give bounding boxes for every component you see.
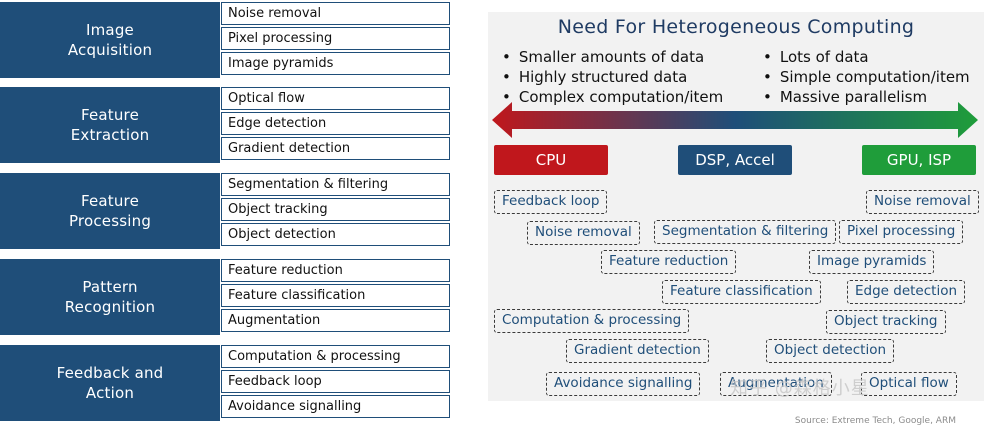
stage-pattern-recognition: Pattern Recognition: [0, 259, 220, 335]
workload-tag: Avoidance signalling: [546, 372, 701, 396]
workload-tag: Feature reduction: [601, 250, 737, 274]
task-item: Noise removal: [221, 2, 450, 25]
task-item: Edge detection: [221, 112, 450, 135]
cpu-label: CPU: [535, 151, 567, 169]
task-item: Object tracking: [221, 198, 450, 221]
stage-label: Feature Extraction: [70, 106, 150, 144]
workload-tag: Gradient detection: [566, 339, 709, 363]
bullet-item: Massive parallelism: [763, 87, 970, 107]
bullet-item: Smaller amounts of data: [502, 47, 723, 67]
task-item: Feature classification: [221, 284, 450, 307]
task-item: Avoidance signalling: [221, 395, 450, 418]
right-bullet-list: Lots of data Simple computation/item Mas…: [763, 47, 970, 107]
gpu-label: GPU, ISP: [886, 151, 952, 169]
panel-title: Need For Heterogeneous Computing: [557, 16, 915, 38]
workload-tag: Pixel processing: [839, 220, 964, 244]
task-item: Optical flow: [221, 87, 450, 110]
dsp-accel-box: DSP, Accel: [678, 145, 792, 175]
bullet-item: Highly structured data: [502, 67, 723, 87]
bullet-item: Complex computation/item: [502, 87, 723, 107]
workload-tag: Optical flow: [861, 372, 957, 396]
stage-feedback-and-action: Feedback and Action: [0, 345, 220, 421]
task-item: Image pyramids: [221, 52, 450, 75]
task-item: Feature reduction: [221, 259, 450, 282]
cpu-box: CPU: [494, 145, 608, 175]
workload-tag: Segmentation & filtering: [654, 220, 837, 244]
dsp-label: DSP, Accel: [695, 151, 775, 169]
stage-label: Pattern Recognition: [64, 278, 156, 316]
workload-tag: Edge detection: [847, 280, 966, 304]
workload-tag: Object detection: [766, 339, 895, 363]
bullet-item: Lots of data: [763, 47, 970, 67]
stage-feature-extraction: Feature Extraction: [0, 87, 220, 163]
task-item: Object detection: [221, 223, 450, 246]
task-item: Feedback loop: [221, 370, 450, 393]
stage-image-acquisition: Image Acquisition: [0, 2, 220, 78]
workload-tag: Computation & processing: [494, 309, 690, 333]
task-item: Segmentation & filtering: [221, 173, 450, 196]
stage-feature-processing: Feature Processing: [0, 173, 220, 249]
task-item: Augmentation: [221, 309, 450, 332]
workload-tag: Feedback loop: [494, 190, 608, 214]
stage-label: Feedback and Action: [56, 364, 164, 402]
bullet-item: Simple computation/item: [763, 67, 970, 87]
left-bullet-list: Smaller amounts of data Highly structure…: [502, 47, 723, 107]
source-credit: Source: Extreme Tech, Google, ARM: [794, 416, 956, 426]
workload-tag: Noise removal: [527, 221, 640, 245]
workload-tag: Augmentation: [720, 372, 832, 396]
workload-tag: Image pyramids: [809, 250, 935, 274]
task-item: Computation & processing: [221, 345, 450, 368]
watermark: 知乎 @森格小星: [730, 378, 870, 399]
stage-label: Feature Processing: [68, 192, 152, 230]
task-item: Gradient detection: [221, 137, 450, 160]
stage-label: Image Acquisition: [67, 21, 153, 59]
gpu-isp-box: GPU, ISP: [862, 145, 976, 175]
task-item: Pixel processing: [221, 27, 450, 50]
workload-tag: Feature classification: [662, 280, 821, 304]
workload-tag: Noise removal: [866, 190, 979, 214]
workload-tag: Object tracking: [826, 310, 946, 334]
spectrum-arrow-icon: [492, 102, 978, 138]
